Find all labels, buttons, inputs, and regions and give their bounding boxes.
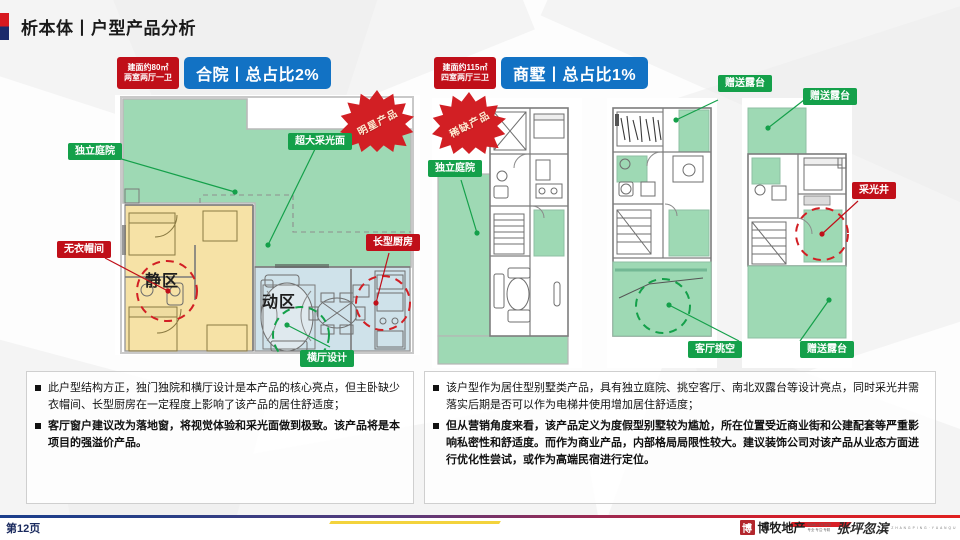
brand-logo-mark: 博 [739, 520, 755, 535]
bullet-icon [35, 423, 41, 430]
note-text: 但从营销角度来看，该产品定义为度假型别墅较为尴尬，所在位置受近商业街和公建配套等… [446, 420, 919, 466]
note-item: 客厅窗户建议改为落地窗，将视觉体验和采光面做到极致。该产品将是本项目的强溢价产品… [35, 418, 403, 451]
notes-list: 此户型结构方正，独门独院和横厅设计是本产品的核心亮点，但主卧缺少衣帽间、长型厨房… [35, 380, 403, 452]
bullet-icon [433, 385, 439, 391]
zone-label-quiet: 静区 [145, 273, 180, 290]
note-item: 此户型结构方正，独门独院和横厅设计是本产品的核心亮点，但主卧缺少衣帽间、长型厨房… [35, 380, 403, 413]
callout-gift-terrace-top-right: 赠送露台 [803, 88, 857, 105]
bullet-icon [35, 385, 41, 391]
brand-sub-line2: 专业·专注·专精 [807, 527, 831, 532]
brand-calligraphy: 张坪忽滨 [836, 521, 889, 536]
callout-gift-terrace-bottom: 赠送露台 [800, 341, 854, 358]
callout-light-well: 采光井 [852, 182, 896, 199]
callout-horizontal-hall-design: 横厅设计 [300, 350, 354, 367]
note-text: 此户型结构方正，独门独院和横厅设计是本产品的核心亮点，但主卧缺少衣帽间、长型厨房… [48, 382, 400, 411]
starburst-badge-star-product: 明星产品 [340, 90, 414, 152]
callout-large-daylight-face: 超大采光面 [288, 133, 352, 150]
note-item: 该户型作为居住型别墅类产品，具有独立庭院、挑空客厅、南北双露台等设计亮点，同时采… [433, 380, 925, 413]
floorplan-commercial-villa-level1 [432, 98, 582, 368]
area-badge-line2: 四室两厅三卫 [441, 73, 489, 82]
footer-gradient-rule [0, 515, 960, 518]
brand-subtext: BOMU ESTATE 专业·专注·专精 [806, 523, 832, 532]
page-title: 析本体丨户型产品分析 [0, 13, 196, 40]
note-text: 该户型作为居住型别墅类产品，具有独立庭院、挑空客厅、南北双露台等设计亮点，同时采… [446, 382, 919, 411]
callout-long-kitchen: 长型厨房 [366, 234, 420, 251]
notes-courtyard-house: 此户型结构方正，独门独院和横厅设计是本产品的核心亮点，但主卧缺少衣帽间、长型厨房… [26, 371, 414, 504]
area-badge-line1: 建面约80㎡ [127, 63, 169, 72]
floorplan-commercial-villa-level3 [742, 98, 852, 368]
floorplan-villa-l3-drawing [742, 98, 852, 368]
area-badge-line2: 两室两厅一卫 [124, 73, 172, 82]
brand-name: 博牧地产 [757, 521, 806, 535]
bullet-icon [433, 423, 439, 430]
footer-yellow-swoosh [329, 521, 501, 524]
notes-list: 该户型作为居住型别墅类产品，具有独立庭院、挑空客厅、南北双露台等设计亮点，同时采… [433, 380, 925, 469]
callout-gift-terrace-top-left: 赠送露台 [718, 75, 772, 92]
area-badge-commercial-villa: 建面约115㎡ 四室两厅三卫 [434, 57, 496, 89]
title-accent-bar [0, 13, 9, 40]
page-number: 第12页 [6, 523, 41, 535]
callout-no-walk-in-closet: 无衣帽间 [57, 241, 111, 258]
area-badge-courtyard-house: 建面约80㎡ 两室两厅一卫 [117, 57, 179, 89]
starburst-shape [340, 90, 414, 152]
callout-independent-courtyard-left: 独立庭院 [68, 143, 122, 160]
note-item: 但从营销角度来看，该产品定义为度假型别墅较为尴尬，所在位置受近商业街和公建配套等… [433, 418, 925, 468]
note-text: 客厅窗户建议改为落地窗，将视觉体验和采光面做到极致。该产品将是本项目的强溢价产品… [48, 420, 400, 450]
brand-sub-line1: BOMU ESTATE [807, 523, 832, 528]
floorplan-commercial-villa-level2 [607, 98, 717, 368]
floorplan-villa-l2-drawing [607, 98, 717, 368]
area-badge-line1: 建面约115㎡ [442, 63, 488, 72]
callout-double-height-living: 客厅挑空 [688, 341, 742, 358]
starburst-badge-scarce-product: 稀缺产品 [432, 92, 506, 154]
callout-independent-courtyard-right: 独立庭院 [428, 160, 482, 177]
title-badge-commercial-villa: 商墅丨总占比1% [501, 57, 649, 89]
page-title-text: 析本体丨户型产品分析 [21, 19, 196, 38]
product-header-courtyard-house: 建面约80㎡ 两室两厅一卫 合院丨总占比2% [117, 57, 332, 89]
product-header-commercial-villa: 建面约115㎡ 四室两厅三卫 商墅丨总占比1% [434, 57, 649, 89]
zone-label-active: 动区 [262, 294, 297, 311]
title-badge-courtyard-house: 合院丨总占比2% [184, 57, 332, 89]
brand-calligraphy-sub: Z H A N G P I N G · Y U A N Q U [891, 525, 956, 530]
starburst-shape [432, 92, 506, 154]
floorplan-villa-l1-drawing [432, 98, 582, 368]
footer-band [0, 518, 960, 540]
brand-lockup: 博 博牧地产 BOMU ESTATE 专业·专注·专精 张坪忽滨 Z H A N… [739, 518, 957, 537]
notes-commercial-villa: 该户型作为居住型别墅类产品，具有独立庭院、挑空客厅、南北双露台等设计亮点，同时采… [424, 371, 936, 504]
